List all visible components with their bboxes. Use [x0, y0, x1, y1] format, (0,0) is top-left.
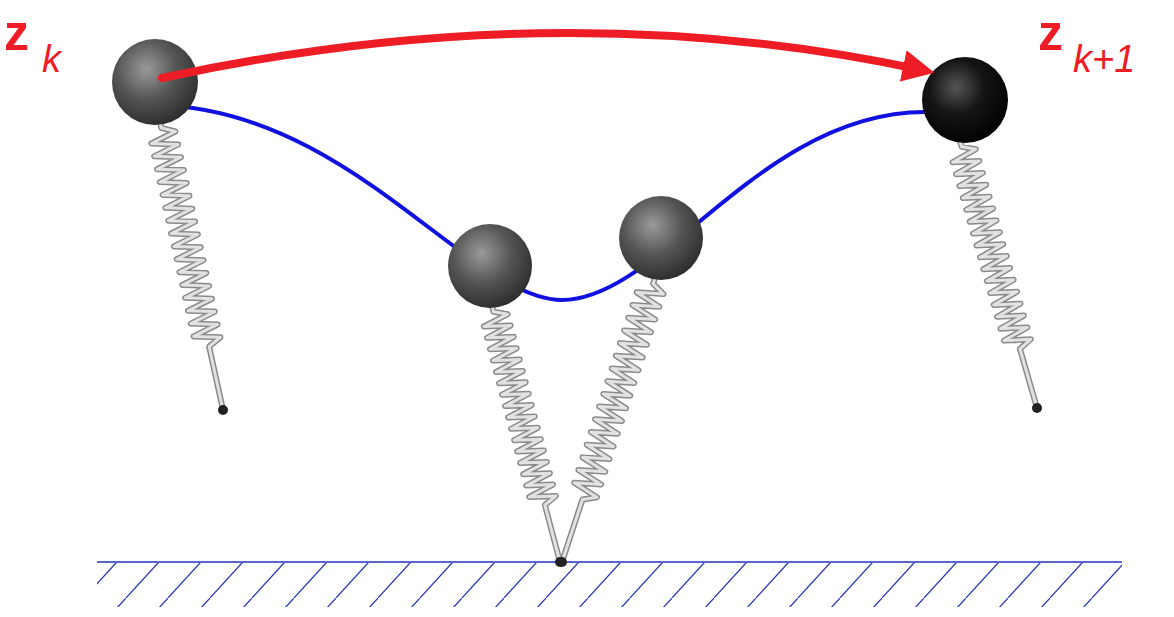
state-subscript: k: [42, 40, 61, 78]
ground: [97, 562, 1122, 607]
state-subscript: k+1: [1073, 40, 1135, 78]
springs: [151, 122, 1042, 567]
state-symbol: z: [4, 8, 29, 58]
trajectory: [155, 105, 925, 300]
masses: [112, 39, 1008, 308]
transition-arrow: [162, 33, 922, 78]
state-symbol: z: [1038, 8, 1063, 58]
